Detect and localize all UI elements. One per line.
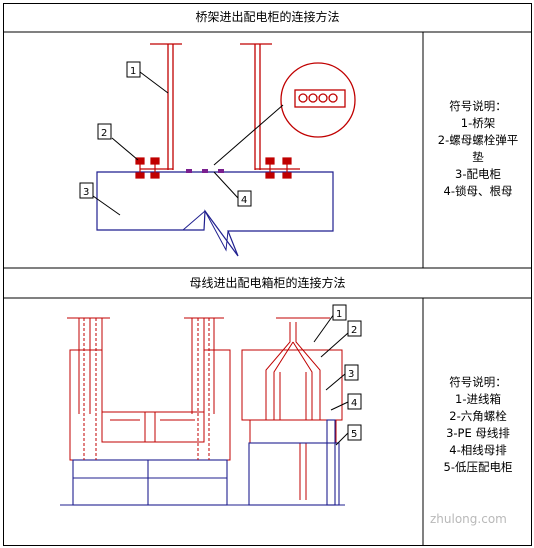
detail-circle [280,62,356,138]
callout-1: 1 [130,66,136,77]
section2-legend-item-1: 1-进线箱 [455,392,501,406]
cabinet-break-line [182,210,229,252]
callout-2: 2 [101,128,107,139]
section2-left-drawing [60,317,240,506]
table-grid-lines [3,31,532,546]
section1-legend-heading: 符号说明： [449,99,507,113]
section2-legend-item-4: 4-相线母排 [449,443,507,457]
section1-legend: 符号说明： 1-桥架 2-螺母螺栓弹平 垫 3-配电柜 4-锁母、根母 [424,98,532,200]
section1-title: 桥架进出配电柜的连接方法 [195,10,340,24]
section2-title: 母线进出配电箱柜的连接方法 [189,276,346,290]
section1-legend-item-3: 3-配电柜 [455,167,501,181]
section2-legend-item-5: 5-低压配电柜 [443,460,513,474]
callout-s2-3: 3 [348,369,354,380]
bolt-group-left [135,157,160,179]
callout-4: 4 [241,195,247,206]
cabinet-outline [96,171,334,257]
callout-s2-2: 2 [351,325,357,336]
cable-tray [140,43,300,170]
section2-right-drawing: 1 2 3 4 5 [230,304,362,506]
callout-s2-1: 1 [336,309,342,320]
section2-legend: 符号说明： 1-进线箱 2-六角螺栓 3-PE 母线排 4-相线母排 5-低压配… [424,374,532,476]
section1-legend-item-2b: 垫 [472,150,484,164]
section1-drawing: 1 2 3 4 [79,43,356,257]
callout-s2-4: 4 [351,398,357,409]
callout-boxes [79,61,252,207]
callout-s2-5: 5 [351,429,357,440]
outer-frame [3,3,532,546]
section2-legend-item-3: 3-PE 母线排 [446,426,510,440]
callout-3: 3 [83,187,89,198]
leader-lines [92,71,284,216]
section1-legend-item-4: 4-锁母、根母 [443,184,513,198]
section1-legend-item-1: 1-桥架 [460,116,496,130]
section2-legend-heading: 符号说明： [449,375,507,389]
lock-nuts [186,169,224,173]
bolt-group-right [265,157,292,179]
section1-legend-item-2: 2-螺母螺栓弹平 [437,133,519,147]
section2-legend-item-2: 2-六角螺栓 [449,409,507,423]
watermark: zhulong.com [430,512,507,526]
